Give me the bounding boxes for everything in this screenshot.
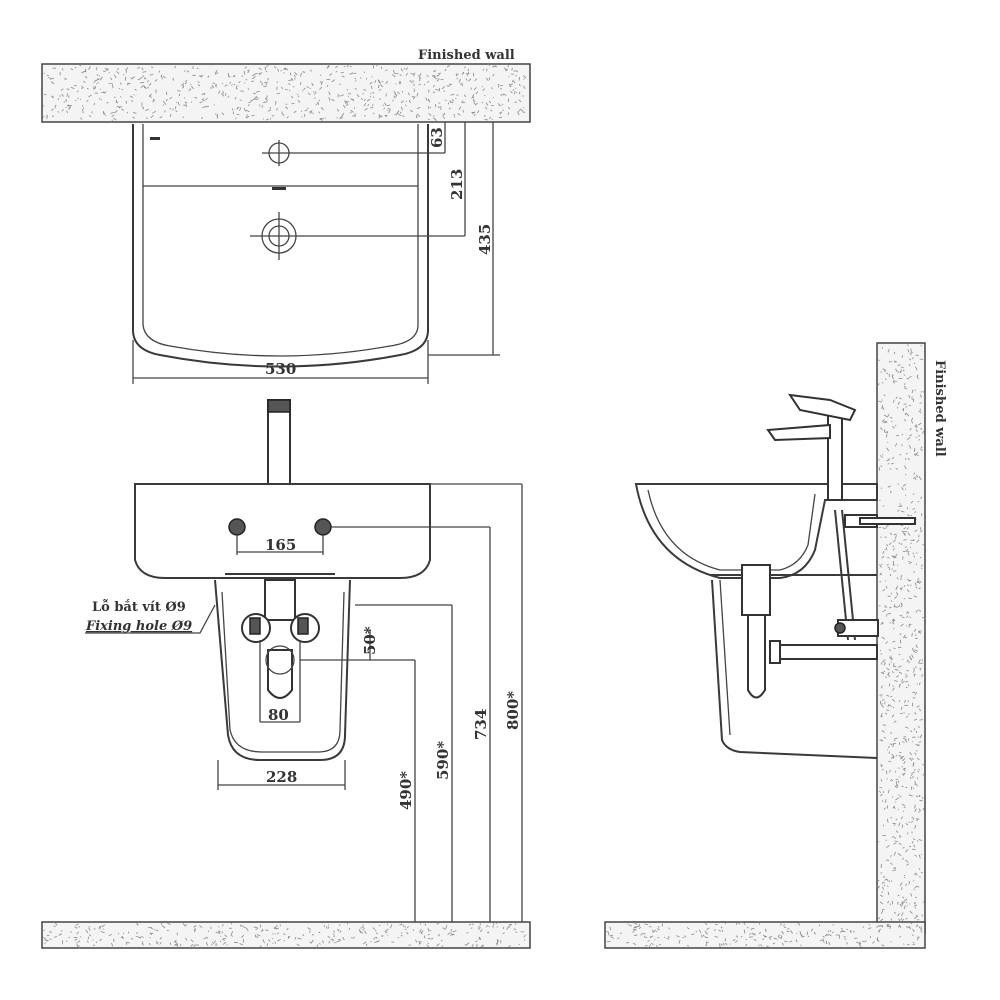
basin-top-view — [132, 122, 500, 384]
floor-front — [41, 921, 531, 949]
side-wall — [876, 342, 926, 934]
trap — [264, 579, 296, 621]
dim-63: 63 — [428, 127, 446, 148]
dim-213: 213 — [448, 169, 466, 200]
dim-590: 590* — [434, 741, 452, 780]
pedestal — [214, 579, 351, 761]
dim-734: 734 — [472, 709, 490, 740]
fixing-hole-label-vi: Lỗ bắt vít Ø9 — [92, 599, 186, 615]
fixing-hole-left — [228, 518, 246, 536]
fixing-hole-label-en: Fixing hole Ø9 — [85, 619, 192, 634]
finished-wall-label-top: Finished wall — [418, 48, 515, 63]
dim-530: 530 — [265, 360, 296, 378]
wall-speckle-texture — [42, 62, 926, 949]
dim-228: 228 — [266, 768, 297, 786]
dim-490: 490* — [397, 771, 415, 810]
dim-165: 165 — [265, 536, 296, 554]
top-wall — [41, 63, 531, 123]
finished-wall-label-side: Finished wall — [932, 360, 947, 457]
fixing-hole-right — [314, 518, 332, 536]
walls — [41, 62, 926, 949]
basin-side-view — [634, 393, 916, 759]
dim-50: 50* — [361, 626, 379, 655]
dim-435: 435 — [476, 224, 494, 255]
side-trap — [741, 564, 771, 616]
dim-800: 800* — [504, 691, 522, 730]
side-faucet — [827, 404, 843, 501]
dim-80: 80 — [268, 706, 289, 724]
basin-front-view — [85, 399, 523, 922]
